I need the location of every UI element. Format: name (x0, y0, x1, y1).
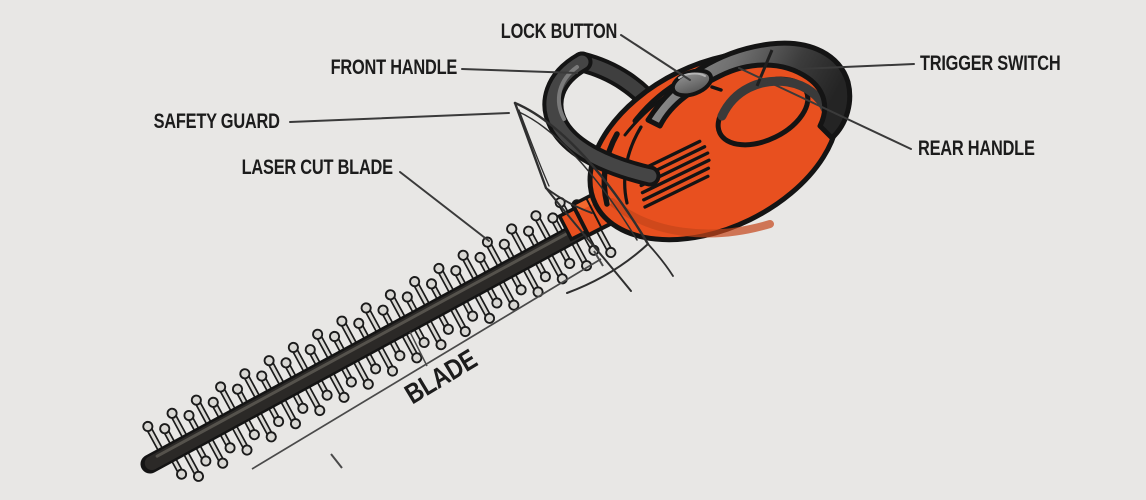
lock-button (670, 68, 723, 98)
label-trigger-switch: TRIGGER SWITCH (920, 52, 1061, 75)
label-rear-handle: REAR HANDLE (918, 137, 1035, 160)
rear-handle (645, 40, 853, 148)
label-front-handle: FRONT HANDLE (330, 56, 458, 79)
blade (140, 197, 617, 482)
label-lock-button: LOCK BUTTON (500, 20, 618, 43)
leader-rear-handle (738, 67, 912, 150)
leader-laser-cut-blade (399, 171, 490, 242)
rear-handle-underside (717, 76, 831, 121)
leader-trigger-switch (798, 63, 915, 70)
blade-bar-highlight (155, 221, 588, 458)
blade-teeth (142, 197, 617, 482)
leader-lock-button (620, 34, 691, 81)
dimension-line (251, 250, 604, 470)
blade-bar (144, 213, 606, 471)
trigger-switch-seam (755, 49, 774, 87)
label-safety-guard: SAFETY GUARD (153, 110, 280, 133)
label-laser-cut-blade: LASER CUT BLADE (241, 156, 393, 179)
leader-lines (289, 34, 915, 242)
safety-guard (513, 101, 674, 294)
leader-front-handle (461, 68, 578, 74)
top-cover-bar (645, 40, 853, 141)
leader-safety-guard (289, 112, 510, 123)
front-handle-front (542, 51, 661, 187)
